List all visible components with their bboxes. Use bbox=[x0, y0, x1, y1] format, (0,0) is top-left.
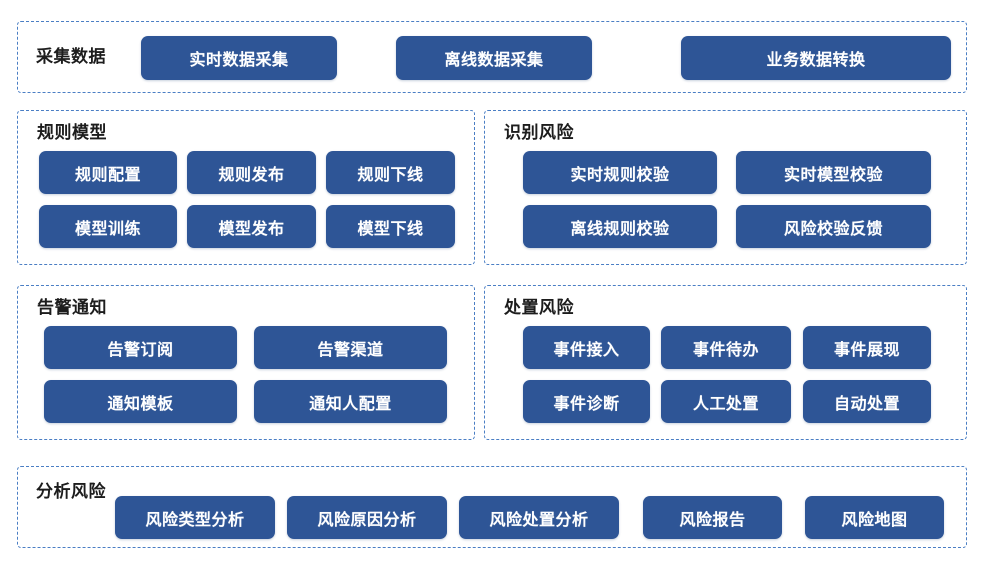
button-rule-publish[interactable]: 规则发布 bbox=[187, 151, 316, 194]
panel-alarm-notification: 告警通知 告警订阅 告警渠道 通知模板 通知人配置 bbox=[17, 285, 475, 440]
button-realtime-model-validation[interactable]: 实时模型校验 bbox=[736, 151, 931, 194]
button-automatic-handling[interactable]: 自动处置 bbox=[803, 380, 931, 423]
panel-title-alarm-notification: 告警通知 bbox=[37, 298, 107, 318]
button-risk-cause-analysis[interactable]: 风险原因分析 bbox=[287, 496, 447, 539]
panel-handle-risk: 处置风险 事件接入 事件待办 事件展现 事件诊断 人工处置 自动处置 bbox=[484, 285, 967, 440]
panel-collect-data: 采集数据 实时数据采集 离线数据采集 业务数据转换 bbox=[17, 21, 967, 93]
button-model-offline[interactable]: 模型下线 bbox=[326, 205, 455, 248]
button-risk-validation-feedback[interactable]: 风险校验反馈 bbox=[736, 205, 931, 248]
panel-title-identify-risk: 识别风险 bbox=[504, 123, 574, 143]
button-risk-report[interactable]: 风险报告 bbox=[643, 496, 782, 539]
button-business-data-conversion[interactable]: 业务数据转换 bbox=[681, 36, 951, 80]
button-alarm-channel[interactable]: 告警渠道 bbox=[254, 326, 447, 369]
button-rule-offline[interactable]: 规则下线 bbox=[326, 151, 455, 194]
button-notification-recipient-config[interactable]: 通知人配置 bbox=[254, 380, 447, 423]
button-realtime-data-collection[interactable]: 实时数据采集 bbox=[141, 36, 337, 80]
panel-title-collect-data: 采集数据 bbox=[36, 47, 106, 67]
button-alarm-subscription[interactable]: 告警订阅 bbox=[44, 326, 237, 369]
button-offline-data-collection[interactable]: 离线数据采集 bbox=[396, 36, 592, 80]
button-notification-template[interactable]: 通知模板 bbox=[44, 380, 237, 423]
button-rule-config[interactable]: 规则配置 bbox=[39, 151, 177, 194]
panel-title-rule-model: 规则模型 bbox=[37, 123, 107, 143]
panel-identify-risk: 识别风险 实时规则校验 实时模型校验 离线规则校验 风险校验反馈 bbox=[484, 110, 967, 265]
panel-analyse-risk: 分析风险 风险类型分析 风险原因分析 风险处置分析 风险报告 风险地图 bbox=[17, 466, 967, 548]
button-realtime-rule-validation[interactable]: 实时规则校验 bbox=[523, 151, 717, 194]
button-event-display[interactable]: 事件展现 bbox=[803, 326, 931, 369]
button-event-diagnosis[interactable]: 事件诊断 bbox=[523, 380, 650, 423]
button-event-intake[interactable]: 事件接入 bbox=[523, 326, 650, 369]
panel-title-analyse-risk: 分析风险 bbox=[36, 482, 106, 502]
button-risk-type-analysis[interactable]: 风险类型分析 bbox=[115, 496, 275, 539]
button-model-publish[interactable]: 模型发布 bbox=[187, 205, 316, 248]
panel-title-handle-risk: 处置风险 bbox=[504, 298, 574, 318]
button-risk-map[interactable]: 风险地图 bbox=[805, 496, 944, 539]
button-risk-handling-analysis[interactable]: 风险处置分析 bbox=[459, 496, 619, 539]
button-model-training[interactable]: 模型训练 bbox=[39, 205, 177, 248]
panel-rule-model: 规则模型 规则配置 规则发布 规则下线 模型训练 模型发布 模型下线 bbox=[17, 110, 475, 265]
button-manual-handling[interactable]: 人工处置 bbox=[661, 380, 791, 423]
button-offline-rule-validation[interactable]: 离线规则校验 bbox=[523, 205, 717, 248]
button-event-todo[interactable]: 事件待办 bbox=[661, 326, 791, 369]
